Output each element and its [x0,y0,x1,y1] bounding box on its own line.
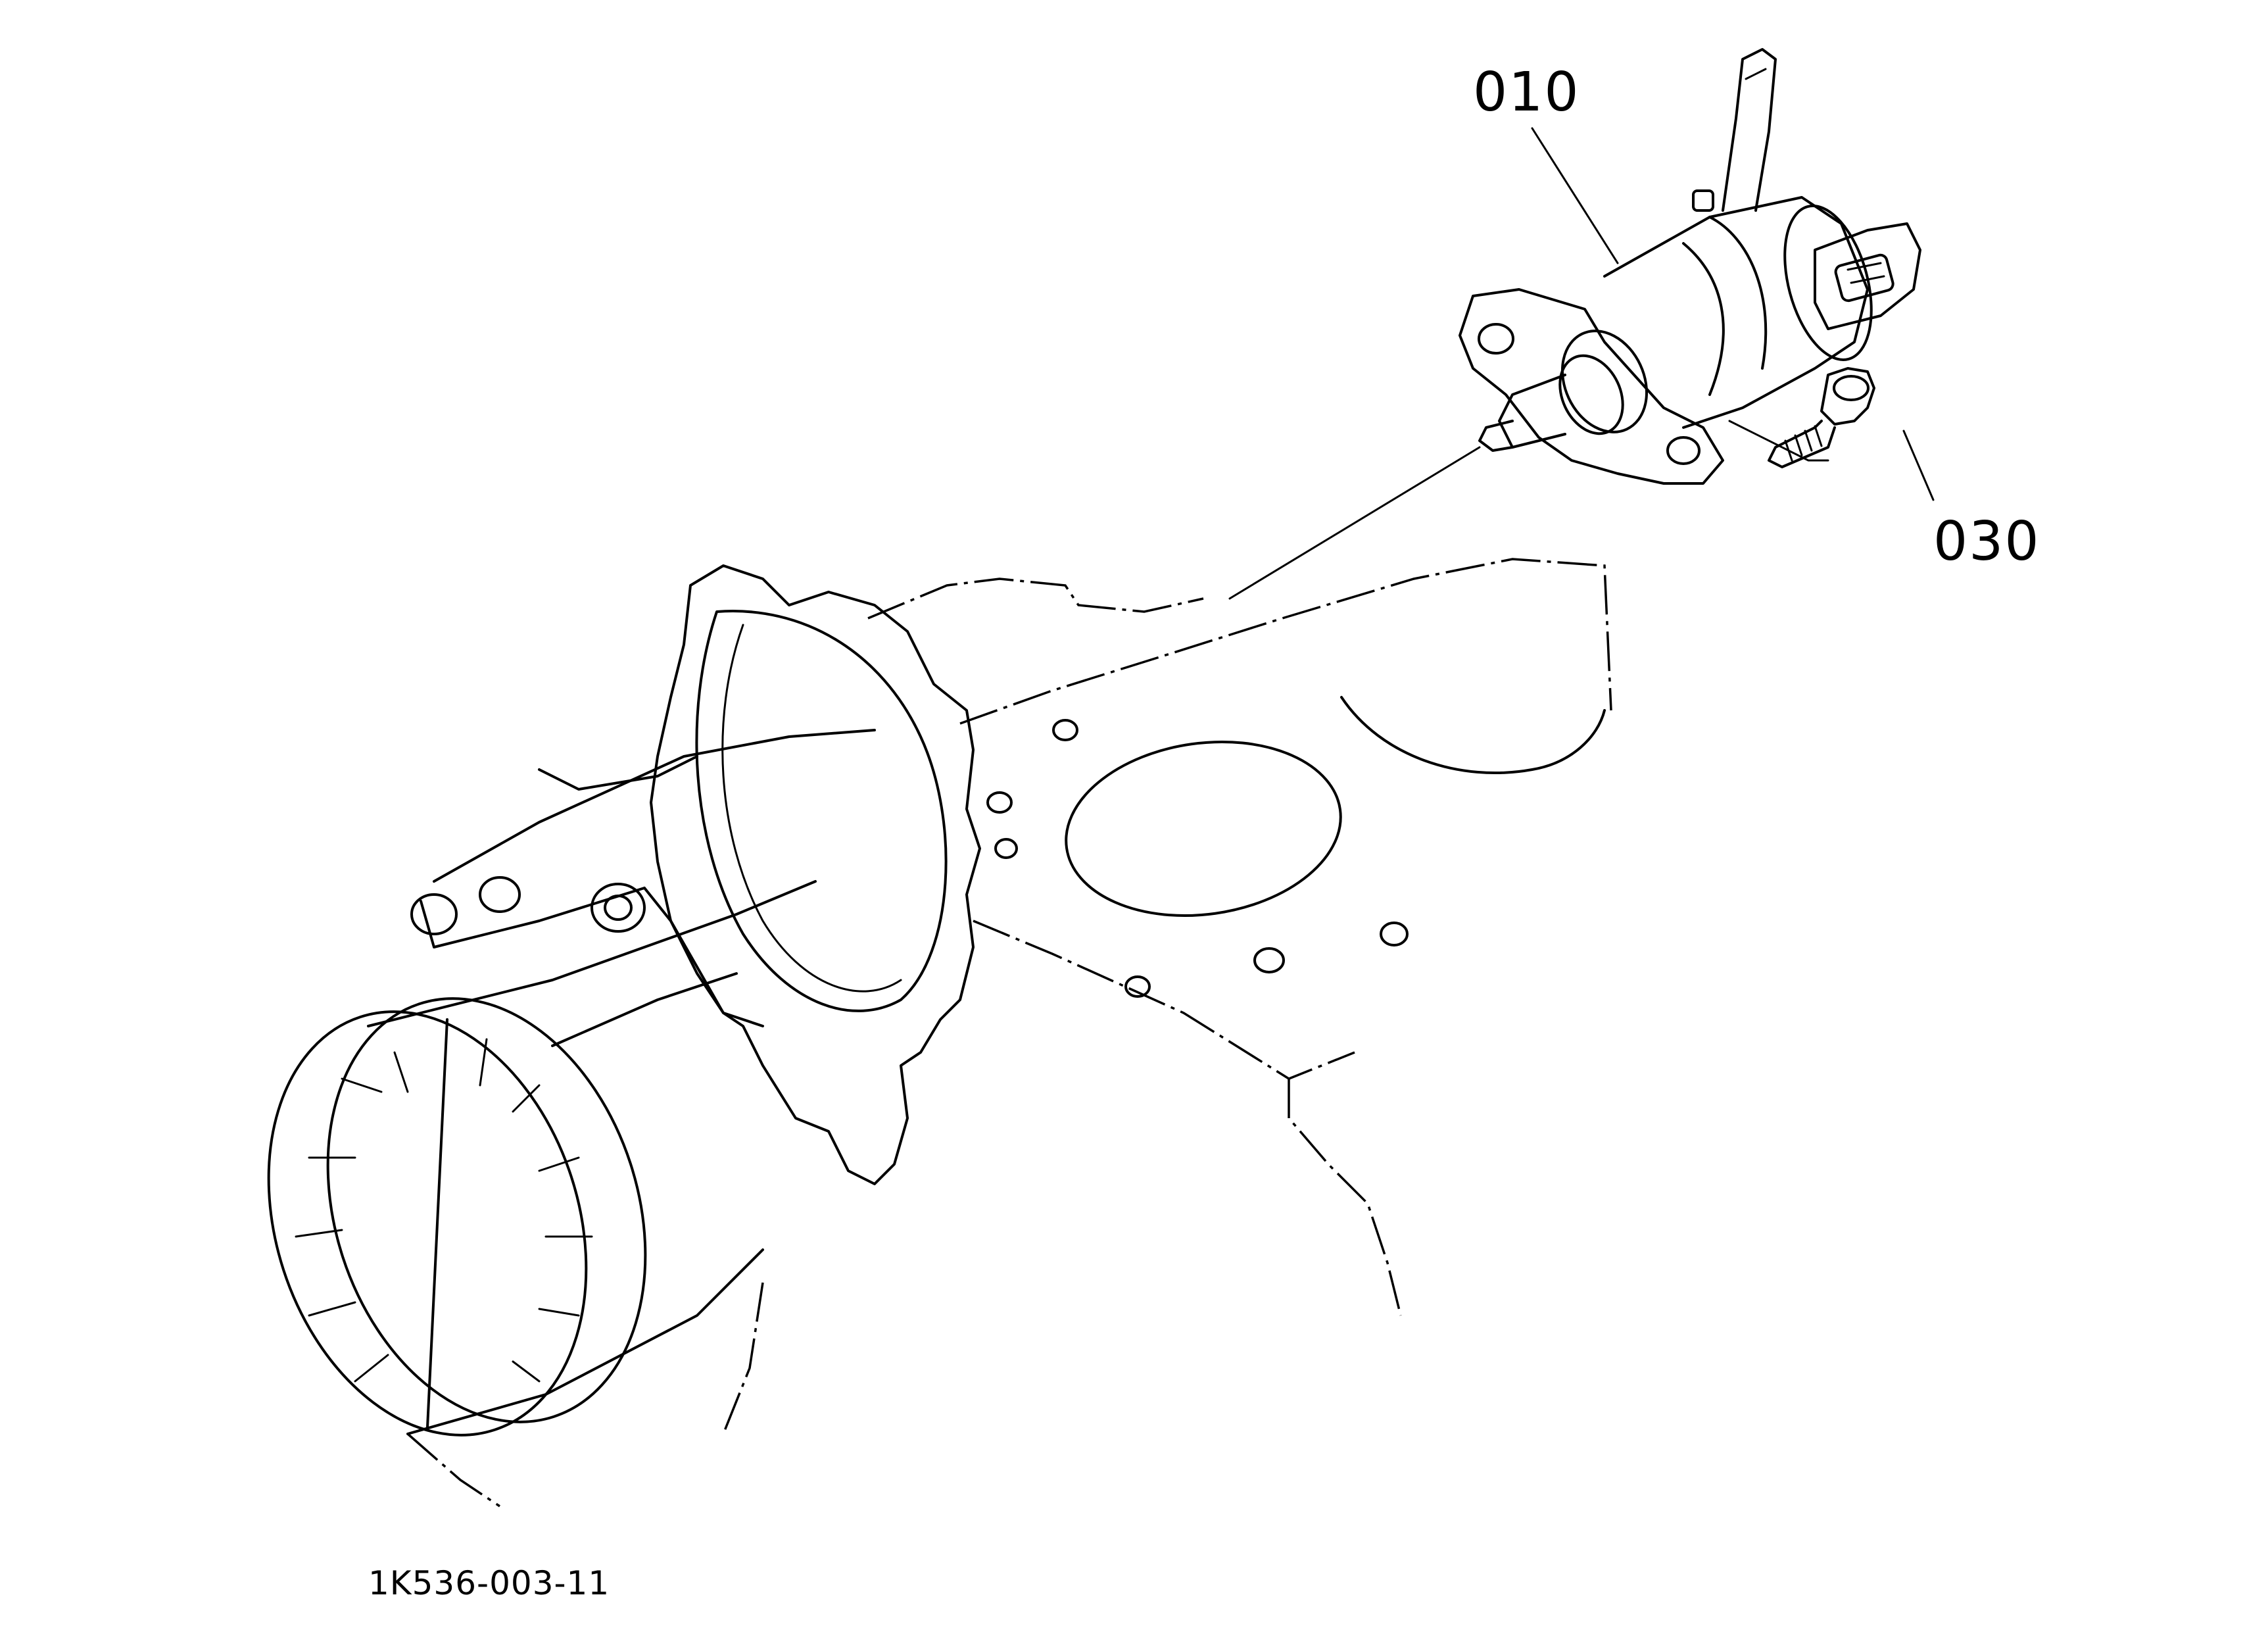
callout-label-010: 010 [1473,61,1580,124]
figure-reference-code: 1K536-003-11 [368,1564,610,1602]
cover-ribs [295,1038,593,1383]
bolt-030 [1768,367,1875,468]
callout-label-030: 030 [1933,510,2040,573]
leader-lines [1228,127,1935,600]
engine-housing [267,558,1612,1508]
solenoid-assembly [1459,48,1921,485]
